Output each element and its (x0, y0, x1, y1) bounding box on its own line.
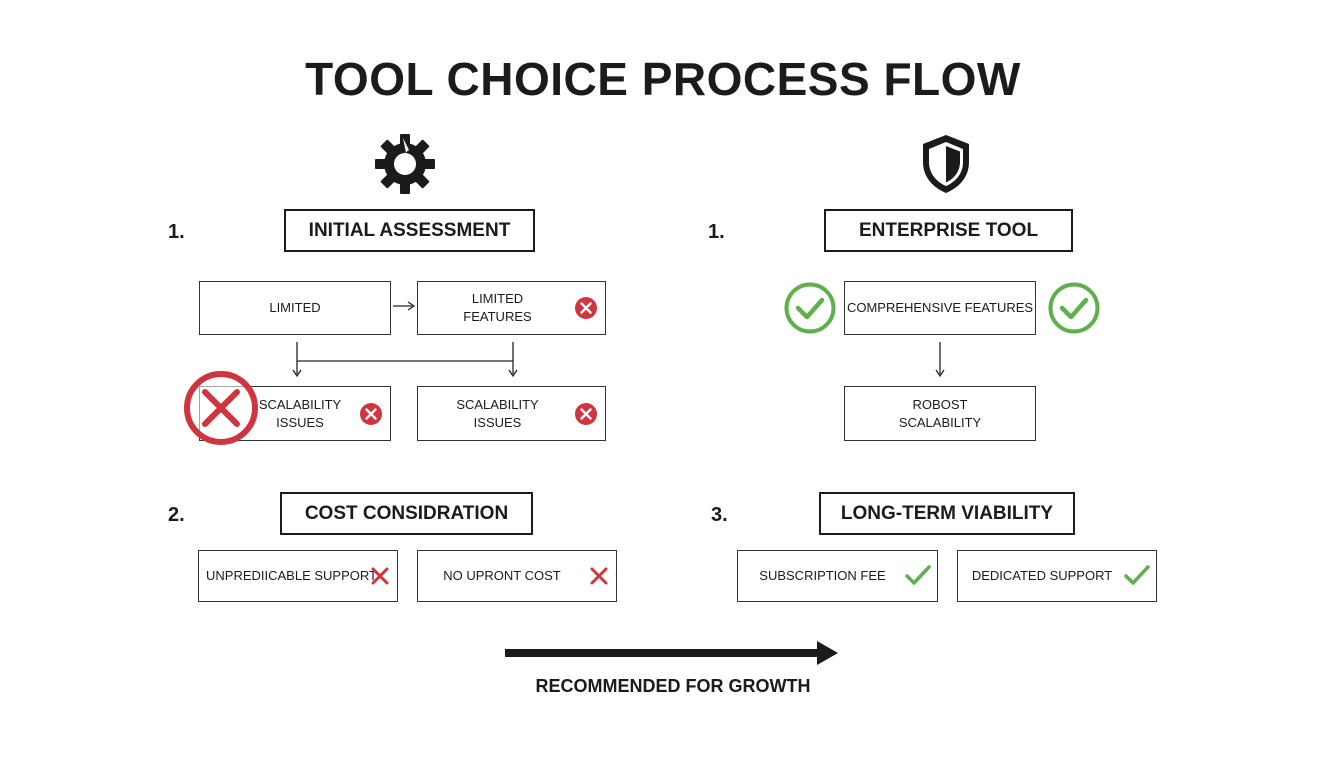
gear-icon (375, 134, 435, 194)
enterprise-tool-heading: ENTERPRISE TOOL (824, 209, 1073, 252)
limited-features-box: LIMITED FEATURES (417, 281, 606, 335)
comprehensive-features-box: COMPREHENSIVE FEATURES (844, 281, 1036, 335)
growth-arrow (505, 641, 838, 665)
subscription-fee-label: SUBSCRIPTION FEE (759, 568, 886, 583)
initial-assessment-label: INITIAL ASSESSMENT (308, 219, 511, 241)
left-step2-number: 2. (168, 504, 185, 526)
arrow-right-small (393, 301, 416, 311)
scalability-issues-label-a: SCALABILITY ISSUES (258, 396, 342, 430)
right-step3-number: 3. (711, 504, 728, 526)
robust-scalability-box: ROBOST SCALABILITY (844, 386, 1036, 441)
no-upfront-cost-box: NO UPRONT COST (417, 550, 617, 602)
checkmark-icon (1124, 565, 1150, 585)
scalability-issues-box-b: SCALABILITY ISSUES (417, 386, 606, 441)
checkmark-icon (1048, 282, 1100, 334)
rejected-x-icon (184, 371, 258, 445)
long-term-viability-label: LONG-TERM VIABILITY (840, 502, 1054, 524)
checkmark-icon (784, 282, 836, 334)
enterprise-tool-label: ENTERPRISE TOOL (858, 219, 1039, 241)
limited-features-label: LIMITED FEATURES (463, 291, 532, 324)
x-mark-icon (371, 567, 389, 585)
dedicated-support-box: DEDICATED SUPPORT (957, 550, 1157, 602)
unpredictable-support-box: UNPREDIICABLE SUPPORT (198, 550, 398, 602)
diagram-title: TOOL CHOICE PROCESS FLOW (305, 53, 1021, 105)
x-mark-icon (590, 567, 608, 585)
connector-lines (292, 342, 518, 378)
limited-box: LIMITED (199, 281, 391, 335)
unpredictable-support-label: UNPREDIICABLE SUPPORT (206, 568, 377, 583)
limited-label: LIMITED (269, 300, 321, 315)
x-mark-icon (360, 403, 382, 425)
initial-assessment-heading: INITIAL ASSESSMENT (284, 209, 535, 252)
right-step1-number: 1. (708, 221, 725, 243)
checkmark-icon (905, 565, 931, 585)
long-term-viability-heading: LONG-TERM VIABILITY (819, 492, 1075, 535)
arrow-down (935, 342, 945, 378)
x-mark-icon (575, 297, 597, 319)
subscription-fee-box: SUBSCRIPTION FEE (737, 550, 938, 602)
cost-consideration-heading: COST CONSIDRATION (280, 492, 533, 535)
comprehensive-features-label: COMPREHENSIVE FEATURES (846, 300, 1034, 315)
scalability-issues-label-b: SCALABILITY ISSUES (456, 396, 539, 430)
no-upfront-cost-label: NO UPRONT COST (443, 568, 561, 583)
shield-icon (923, 135, 969, 193)
robust-scalability-label: ROBOST SCALABILITY (898, 396, 982, 430)
left-step1-number: 1. (168, 221, 185, 243)
x-mark-icon (575, 403, 597, 425)
dedicated-support-label: DEDICATED SUPPORT (971, 568, 1113, 583)
cost-consideration-label: COST CONSIDRATION (304, 502, 509, 524)
recommended-for-growth-label: RECOMMENDED FOR GROWTH (535, 676, 811, 696)
